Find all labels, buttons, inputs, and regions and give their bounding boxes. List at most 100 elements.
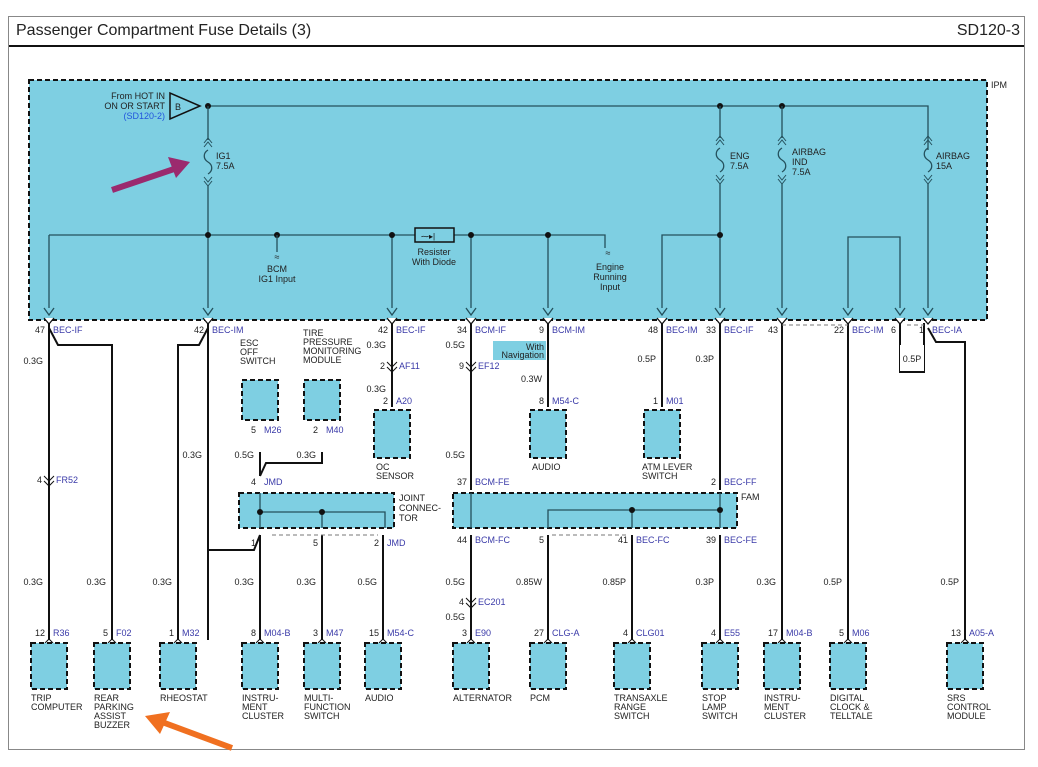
component-connector-id: M40 xyxy=(326,425,344,435)
inline-connector-symbol xyxy=(386,361,398,373)
component-name: MENT xyxy=(764,702,790,712)
inline-connector-id: AF11 xyxy=(399,361,420,371)
wire-gauge-label: 0.3G xyxy=(182,450,202,460)
component-box[interactable] xyxy=(529,409,567,459)
fuse-ig1: IG1 7.5A xyxy=(203,106,235,235)
inline-connector-id: FR52 xyxy=(56,475,78,485)
source-ref-link[interactable]: (SD120-2) xyxy=(123,111,165,121)
source-terminal-letter: B xyxy=(175,102,181,112)
label: 39 xyxy=(706,535,716,545)
label: BCM-FC xyxy=(475,535,510,545)
component-box[interactable] xyxy=(364,642,402,690)
component-name: RANGE xyxy=(614,702,646,712)
fuse-name: ENG xyxy=(730,151,750,161)
component-name: STOP xyxy=(702,693,726,703)
label: JMD xyxy=(264,477,283,487)
annotation-arrow-orange xyxy=(160,719,234,751)
component-name: FUNCTION xyxy=(304,702,351,712)
component-box[interactable] xyxy=(946,642,984,690)
ipm-pin-number: 22 xyxy=(834,325,844,335)
svg-text:With Diode: With Diode xyxy=(412,257,456,267)
component-name: CONTROL xyxy=(947,702,991,712)
component-box[interactable] xyxy=(701,642,739,690)
fuse-rating: 7.5A xyxy=(730,161,749,171)
connector-pin-symbol xyxy=(922,317,934,326)
component-name: SWITCH xyxy=(642,471,678,481)
component-box[interactable] xyxy=(241,379,279,421)
component-connector-id: CLG-A xyxy=(552,628,580,638)
wire-gauge-label: 0.3P xyxy=(695,577,714,587)
component-connector-id: M01 xyxy=(666,396,684,406)
component-name: SWITCH xyxy=(240,356,276,366)
component-box[interactable] xyxy=(241,642,279,690)
ipm-module-box xyxy=(28,79,988,321)
wire-gauge-label: 0.3G xyxy=(86,577,106,587)
component-name: TRIP xyxy=(31,693,52,703)
inline-connector-id: EC201 xyxy=(478,597,506,607)
ipm-pin-number: 48 xyxy=(648,325,658,335)
ipm-connector-id: BEC-IF xyxy=(396,325,426,335)
wire-gauge-label: 0.5G xyxy=(445,340,465,350)
component-box[interactable] xyxy=(93,642,131,690)
component-box[interactable] xyxy=(303,642,341,690)
ipm-pin-number: 9 xyxy=(539,325,544,335)
resistor-label: Resister xyxy=(417,247,450,257)
label: BEC-FE xyxy=(724,535,757,545)
component-box[interactable] xyxy=(30,642,68,690)
fuse-rating: 7.5A xyxy=(216,161,235,171)
component-box[interactable] xyxy=(452,642,490,690)
wire-jmd-outs xyxy=(259,535,384,640)
component-box[interactable] xyxy=(763,642,801,690)
source-line2: ON OR START xyxy=(104,101,165,111)
component-pin: 2 xyxy=(383,396,388,406)
component-connector-id: M54-C xyxy=(387,628,415,638)
ipm-connector-id: BCM-IF xyxy=(475,325,506,335)
component-name: CLUSTER xyxy=(764,711,807,721)
annotation-arrow-purple xyxy=(111,164,181,193)
component-box[interactable] xyxy=(613,642,651,690)
fuse-airbag: AIRBAG 15A xyxy=(923,135,970,308)
component-box[interactable] xyxy=(159,642,197,690)
wire-gauge-label: 0.3G xyxy=(296,577,316,587)
ipm-connector-id: BEC-IM xyxy=(666,325,698,335)
component-box[interactable] xyxy=(643,409,681,459)
wire-gauge-label: 0.85P xyxy=(602,577,626,587)
component-name: DIGITAL xyxy=(830,693,864,703)
label: 5 xyxy=(539,535,544,545)
component-box[interactable] xyxy=(303,379,341,421)
component-name: ATM LEVER xyxy=(642,462,693,472)
wire-gauge-label: 0.5G xyxy=(234,450,254,460)
component-box[interactable] xyxy=(529,642,567,690)
ipm-connector-id: BEC-IM xyxy=(852,325,884,335)
wire-gauge-label: 0.3G xyxy=(234,577,254,587)
label: 2 xyxy=(711,477,716,487)
component-name: TIRE xyxy=(303,328,324,338)
ipm-pin-number: 43 xyxy=(768,325,778,335)
component-box[interactable] xyxy=(829,642,867,690)
component-pin: 2 xyxy=(313,425,318,435)
component-name: PARKING xyxy=(94,702,134,712)
component-name: TELLTALE xyxy=(830,711,873,721)
component-connector-id: M04-B xyxy=(786,628,813,638)
component-connector-id: M47 xyxy=(326,628,344,638)
source-line1: From HOT IN xyxy=(111,91,165,101)
label: 37 xyxy=(457,477,467,487)
component-name: MODULE xyxy=(303,355,342,365)
component-name: MONITORING xyxy=(303,346,361,356)
component-connector-id: CLG01 xyxy=(636,628,665,638)
component-name: SENSOR xyxy=(376,471,415,481)
wire-gauge-label: 0.3G xyxy=(23,577,43,587)
wire-rear-parking-buzzer xyxy=(48,327,113,640)
component-connector-id: M04-B xyxy=(264,628,291,638)
label: 41 xyxy=(618,535,628,545)
component-box[interactable] xyxy=(373,409,411,459)
component-name: SWITCH xyxy=(304,711,340,721)
wire-rheostat xyxy=(177,327,209,640)
label: JMD xyxy=(387,538,406,548)
component-pin: 17 xyxy=(768,628,778,638)
resistor-with-diode-symbol xyxy=(414,227,455,243)
component-name: MULTI- xyxy=(304,693,333,703)
svg-text:Running: Running xyxy=(593,272,627,282)
wire-srs xyxy=(927,327,966,640)
component-pin: 4 xyxy=(711,628,716,638)
